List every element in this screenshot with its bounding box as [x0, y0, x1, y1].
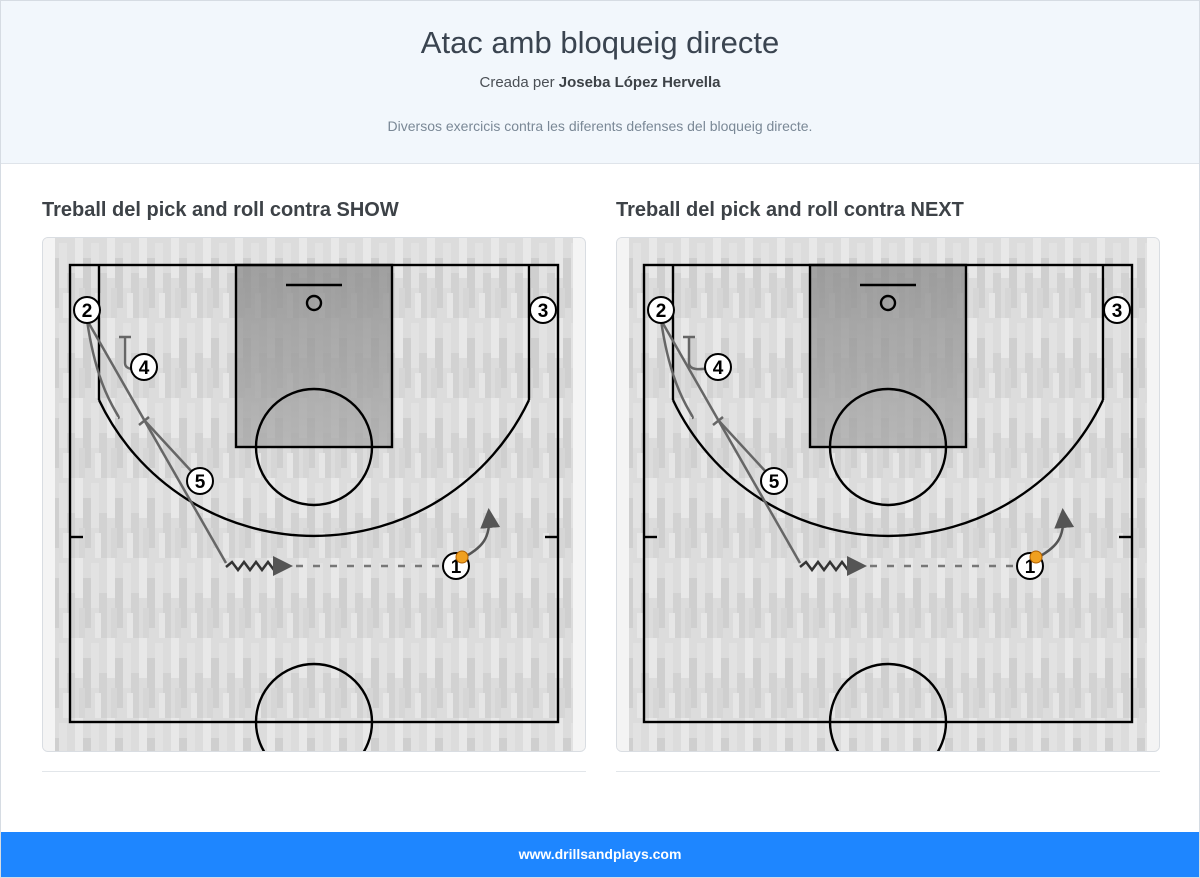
divider [616, 771, 1160, 772]
svg-text:5: 5 [769, 472, 780, 493]
play-card-next[interactable]: Treball del pick and roll contra NEXT [616, 197, 1160, 772]
svg-text:4: 4 [713, 358, 724, 379]
play-movements [659, 319, 1075, 576]
players: 2 3 4 5 1 [73, 296, 557, 580]
court-diagram[interactable]: 2 3 4 5 1 [616, 237, 1160, 752]
svg-text:2: 2 [82, 301, 93, 322]
author-name: Joseba López Hervella [558, 74, 721, 91]
player-4: 4 [130, 353, 158, 381]
svg-text:2: 2 [656, 301, 667, 322]
ball-icon [1029, 550, 1043, 564]
site-footer: www.drillsandplays.com [1, 832, 1199, 877]
page-description: Diversos exercicis contra les diferents … [387, 118, 813, 134]
players: 2 3 4 5 1 [647, 296, 1131, 580]
svg-text:3: 3 [1112, 301, 1123, 322]
ball-icon [455, 550, 469, 564]
player-3: 3 [1103, 296, 1131, 324]
player-3: 3 [529, 296, 557, 324]
svg-text:5: 5 [195, 472, 206, 493]
created-by-label: Creada per [479, 74, 555, 91]
player-5: 5 [186, 467, 214, 495]
play-card-show[interactable]: Treball del pick and roll contra SHOW [42, 197, 586, 772]
play-title[interactable]: Treball del pick and roll contra NEXT [616, 199, 964, 221]
svg-text:1: 1 [1025, 557, 1036, 578]
paint-area [236, 265, 392, 447]
svg-text:1: 1 [451, 557, 462, 578]
paint-area [810, 265, 966, 447]
svg-text:3: 3 [538, 301, 549, 322]
footer-link[interactable]: www.drillsandplays.com [518, 846, 682, 862]
divider [42, 771, 586, 772]
page-title: Atac amb bloqueig directe [420, 25, 780, 60]
author-line: Creada per Joseba López Hervella [1, 74, 1199, 91]
court-diagram[interactable]: 2 3 4 5 1 [42, 237, 586, 752]
player-2: 2 [647, 296, 675, 324]
player-2: 2 [73, 296, 101, 324]
player-5: 5 [760, 467, 788, 495]
court-lines [642, 263, 1134, 751]
play-title[interactable]: Treball del pick and roll contra SHOW [42, 199, 399, 221]
svg-text:4: 4 [139, 358, 150, 379]
page-header: Atac amb bloqueig directe Creada per Jos… [1, 1, 1199, 164]
player-4: 4 [704, 353, 732, 381]
